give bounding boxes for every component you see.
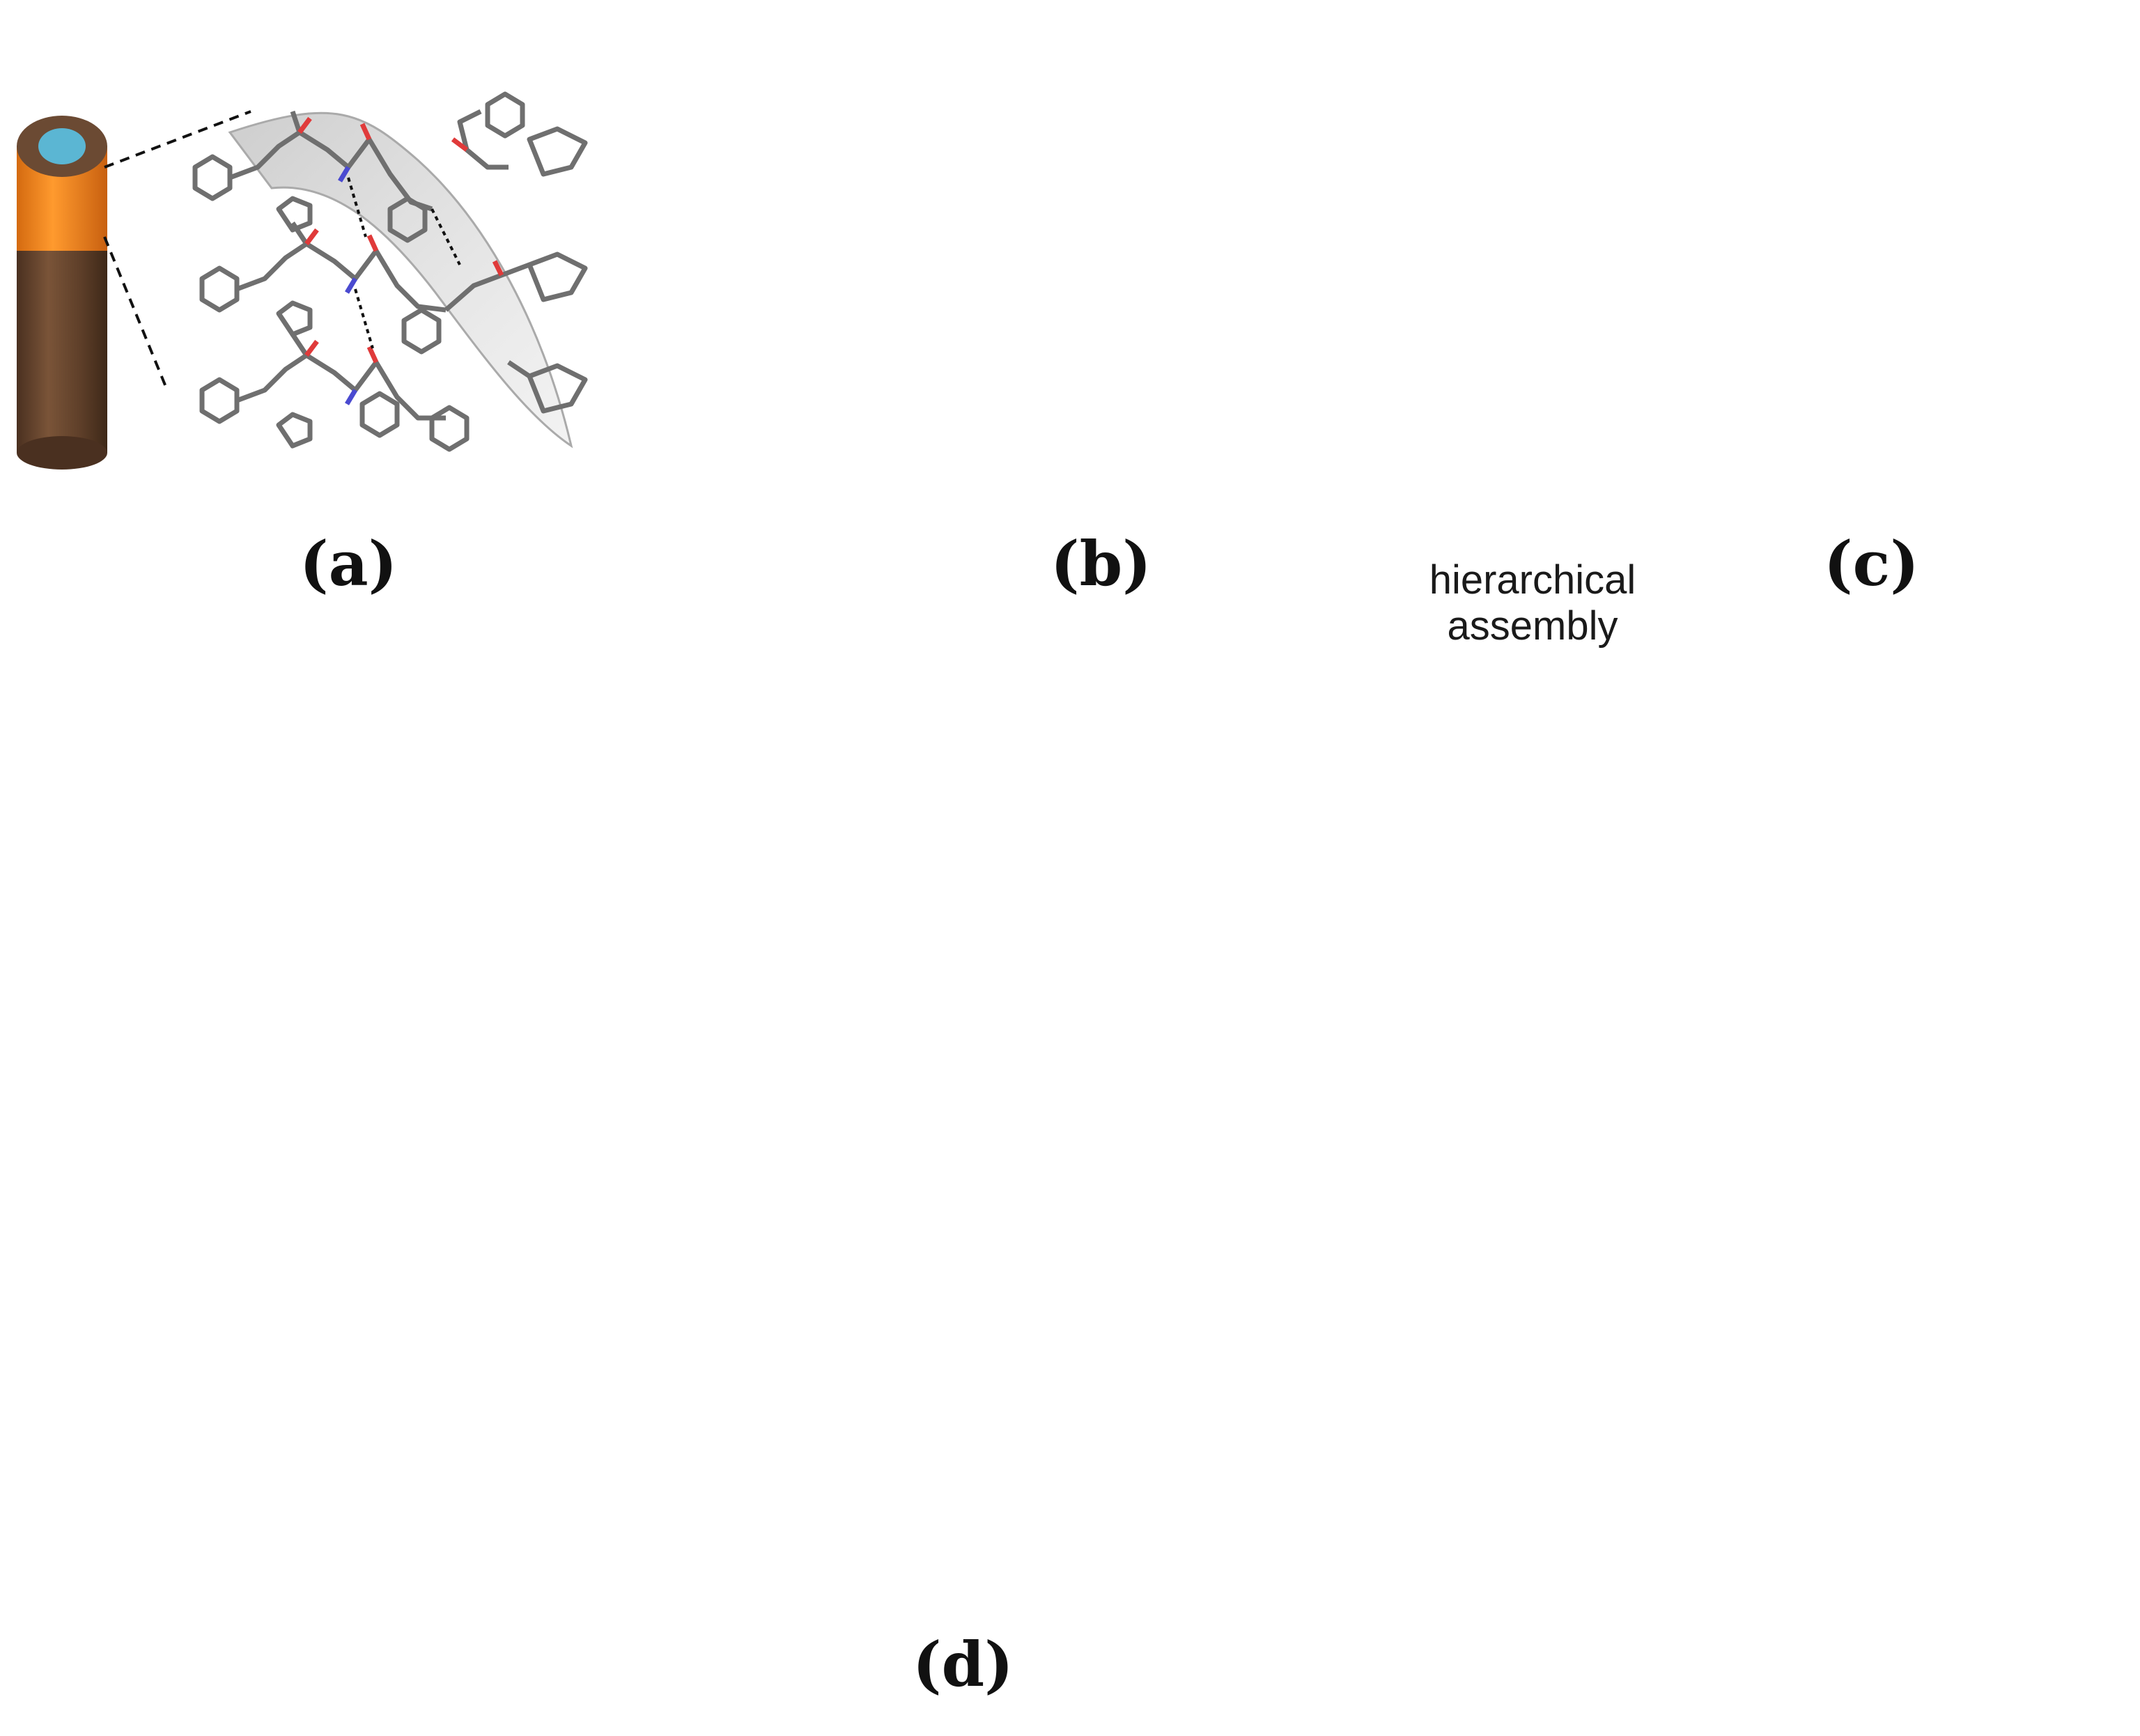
hydrogen-bond-dashes — [347, 177, 461, 349]
panel-a — [17, 91, 588, 470]
panel-label-c: (c) — [1824, 527, 1919, 600]
caption-line-2: assembly — [1447, 603, 1618, 649]
zoom-line — [104, 110, 251, 169]
cylinder-rod-icon — [17, 116, 107, 470]
panel-label-b: (b) — [1050, 527, 1152, 600]
hierarchical-assembly-caption: hierarchical assembly — [1386, 557, 1679, 649]
panel-label-a: (a) — [300, 527, 398, 600]
panel-label-d: (d) — [913, 1628, 1014, 1700]
caption-line-1: hierarchical — [1429, 557, 1636, 603]
beta-sheet-ribbon — [228, 111, 573, 449]
heteroatom-markers — [297, 116, 504, 405]
zoom-line — [103, 236, 169, 391]
